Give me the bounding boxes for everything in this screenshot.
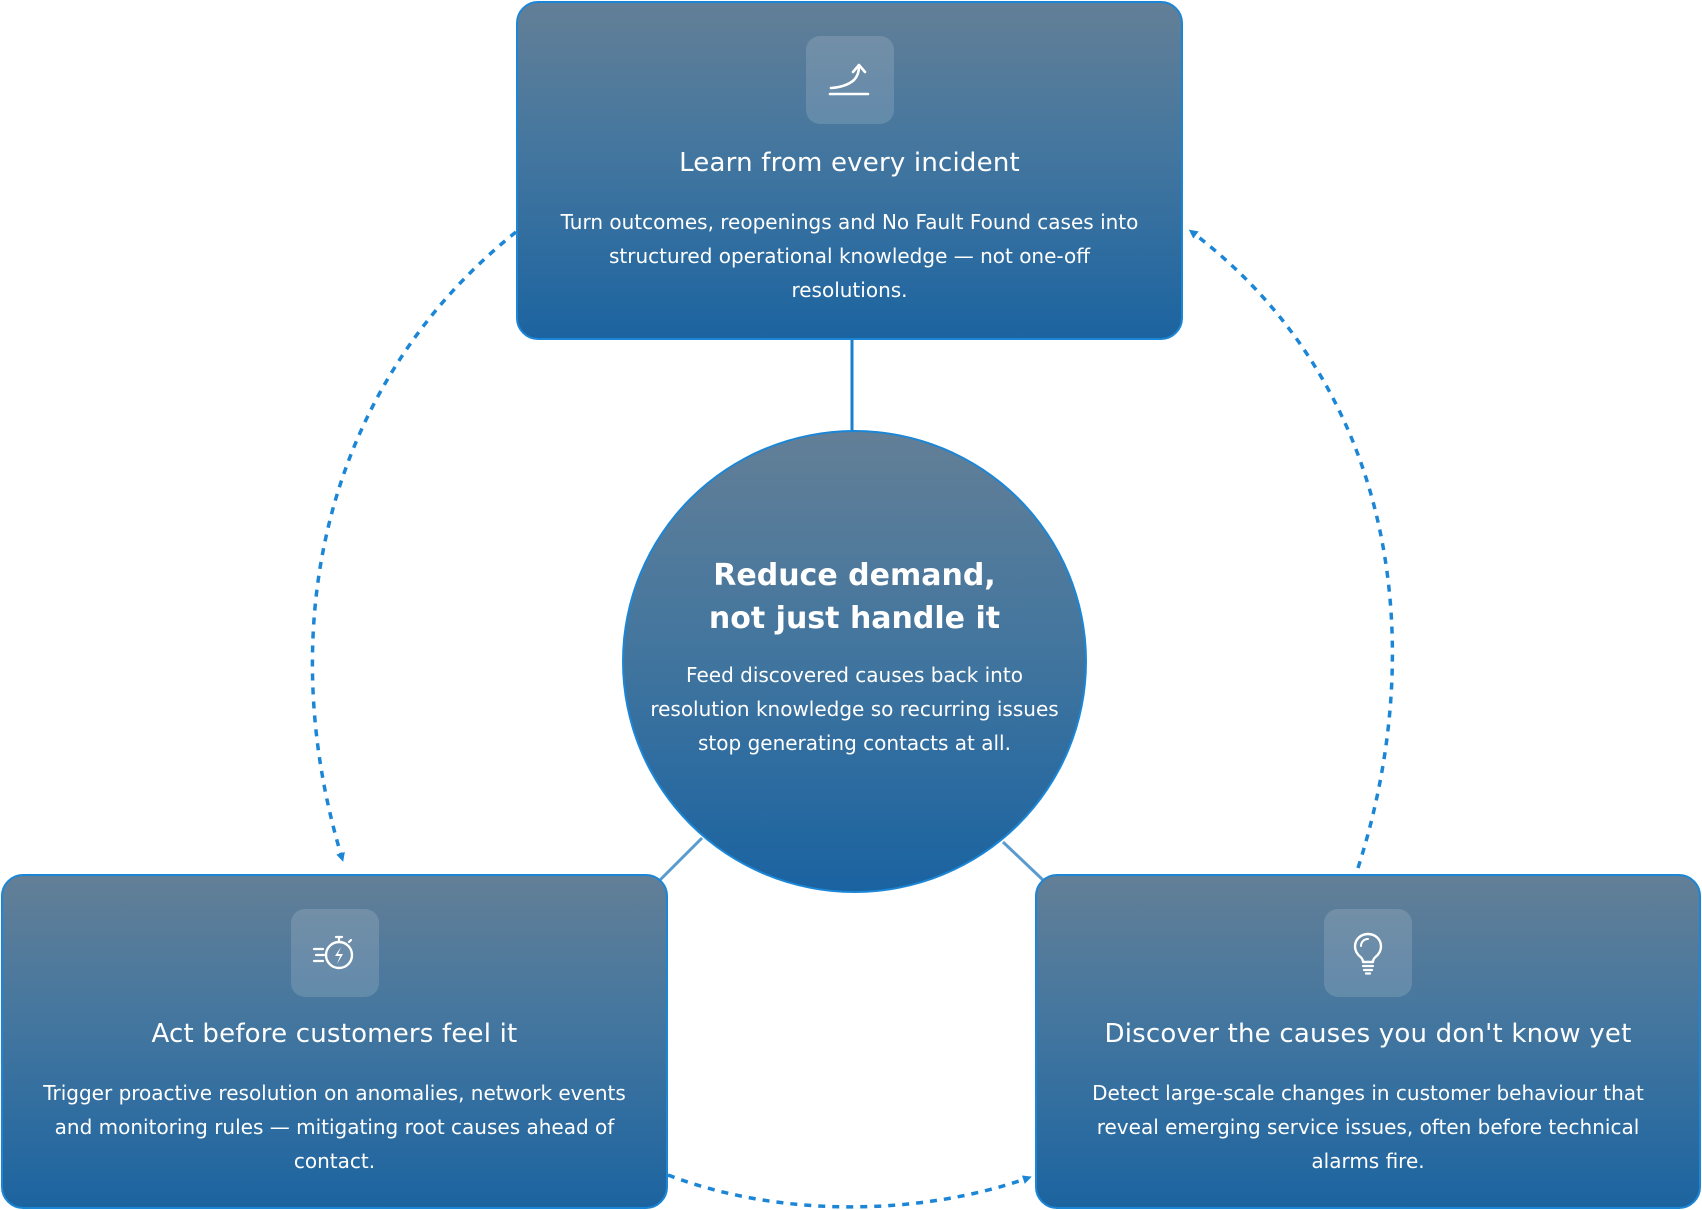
hub-connector-left xyxy=(658,836,704,882)
hub-description: Feed discovered causes back into resolut… xyxy=(650,663,1059,755)
card-discover-icon-tile xyxy=(1324,909,1412,997)
card-act-icon-tile xyxy=(290,909,379,997)
lightbulb-icon xyxy=(1353,932,1383,975)
card-learn-description: Turn outcomes, reopenings and No Fault F… xyxy=(560,210,1139,302)
hub-title-line-2: not just handle it xyxy=(708,601,1001,636)
card-act-description: Trigger proactive resolution on anomalie… xyxy=(43,1081,626,1173)
card-learn-from-every-incident: Learn from every incident Turn outcomes,… xyxy=(516,1,1183,340)
card-act-before-customers-feel-it: Act before customers feel it Trigger pro… xyxy=(1,874,668,1209)
cycle-arrow-right-to-top xyxy=(1188,229,1395,869)
hub-title-line-1: Reduce demand, xyxy=(713,558,996,593)
hub-reduce-demand: Reduce demand, not just handle it Feed d… xyxy=(622,430,1087,893)
card-discover-title: Discover the causes you don't know yet xyxy=(1104,1019,1632,1049)
hub-title: Reduce demand, not just handle it xyxy=(624,554,1085,640)
card-discover-the-causes: Discover the causes you don't know yet D… xyxy=(1035,874,1701,1209)
hub-connector-right xyxy=(1001,840,1045,882)
card-learn-title: Learn from every incident xyxy=(679,148,1020,178)
stopwatch-lightning-icon xyxy=(312,935,353,970)
card-act-title: Act before customers feel it xyxy=(151,1019,518,1049)
cycle-arrow-left-to-right xyxy=(667,1173,1032,1209)
cycle-arrow-top-to-left xyxy=(310,230,518,862)
card-learn-icon-tile xyxy=(805,36,894,124)
trend-up-arrow-icon xyxy=(828,63,869,96)
card-discover-description: Detect large-scale changes in customer b… xyxy=(1092,1081,1644,1173)
